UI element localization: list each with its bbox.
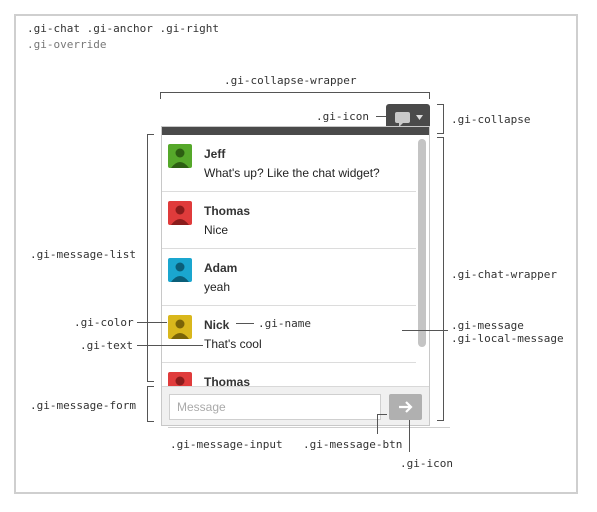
baseline-divider (168, 427, 450, 428)
label-collapse-wrapper: .gi-collapse-wrapper (224, 74, 357, 87)
header-override: .gi-override (27, 38, 107, 51)
bracket-tick (437, 420, 444, 421)
widget-topbar (162, 127, 429, 135)
person-icon (171, 205, 189, 225)
message-text: Nice (204, 223, 229, 237)
label-message-form: .gi-message-form (30, 399, 136, 412)
person-icon (171, 262, 189, 282)
local-message: Nick That's cool (162, 306, 416, 363)
message-input[interactable]: Message (169, 394, 381, 420)
bracket-tick (437, 104, 444, 105)
label-text: .gi-text (80, 339, 133, 352)
chevron-down-icon (416, 115, 423, 120)
avatar (168, 201, 192, 225)
chat-widget: Jeff What's up? Like the chat widget? Th… (161, 126, 430, 426)
list-item: Thomas (162, 363, 416, 386)
pointer-name (236, 323, 254, 324)
message-name: Nick (204, 318, 230, 332)
label-message-btn: .gi-message-btn (303, 438, 403, 451)
message-text: yeah (204, 280, 231, 294)
send-button[interactable] (389, 394, 422, 420)
bracket-tick (429, 92, 430, 99)
message-text: What's up? Like the chat widget? (204, 166, 380, 180)
list-item: Adam yeah (162, 249, 416, 306)
label-name: .gi-name (258, 317, 311, 330)
pointer-text (137, 345, 203, 346)
label-message-list: .gi-message-list (30, 248, 136, 261)
pointer-message (402, 330, 448, 331)
pointer-message-btn-elbow (377, 414, 387, 415)
label-icon-top: .gi-icon (316, 110, 369, 123)
label-collapse: .gi-collapse (451, 113, 531, 126)
pointer-icon-bottom (409, 420, 410, 452)
label-color: .gi-color (74, 316, 134, 329)
list-item: Thomas Nice (162, 192, 416, 249)
list-item: Jeff What's up? Like the chat widget? (162, 135, 416, 192)
bracket-message-form (147, 386, 148, 422)
arrow-right-icon (399, 401, 413, 413)
person-icon (175, 376, 185, 386)
message-list: Jeff What's up? Like the chat widget? Th… (162, 135, 416, 386)
message-name: Thomas (204, 204, 251, 218)
bracket-tick (147, 386, 154, 387)
message-text: That's cool (204, 337, 262, 351)
avatar (168, 144, 192, 168)
person-icon (171, 148, 189, 168)
label-icon-bottom: .gi-icon (400, 457, 453, 470)
label-local-message: .gi-local-message (451, 332, 564, 345)
message-form: Message (162, 386, 429, 425)
bracket-tick (147, 381, 154, 382)
person-icon (171, 319, 189, 339)
pointer-message-btn (377, 414, 378, 434)
message-name: Jeff (204, 147, 226, 161)
header-classes: .gi-chat .gi-anchor .gi-right (27, 22, 220, 35)
bracket-collapse (443, 104, 444, 134)
bracket-chat-wrapper (443, 137, 444, 421)
bracket-tick (160, 92, 161, 99)
message-name: Adam (204, 261, 238, 275)
scrollbar[interactable] (418, 139, 426, 347)
avatar (168, 372, 192, 386)
message-name: Thomas (204, 375, 251, 386)
pointer-icon-top (376, 116, 394, 117)
avatar (168, 258, 192, 282)
bracket-tick (147, 421, 154, 422)
bracket-tick (437, 133, 444, 134)
label-chat-wrapper: .gi-chat-wrapper (451, 268, 557, 281)
bracket-tick (437, 137, 444, 138)
bracket-tick (147, 134, 154, 135)
bracket-collapse-wrapper (160, 92, 430, 93)
label-message: .gi-message (451, 319, 524, 332)
bracket-message-list (147, 134, 148, 382)
label-message-input: .gi-message-input (170, 438, 283, 451)
chat-bubble-icon (395, 112, 423, 127)
pointer-color (137, 322, 167, 323)
avatar (168, 315, 192, 339)
